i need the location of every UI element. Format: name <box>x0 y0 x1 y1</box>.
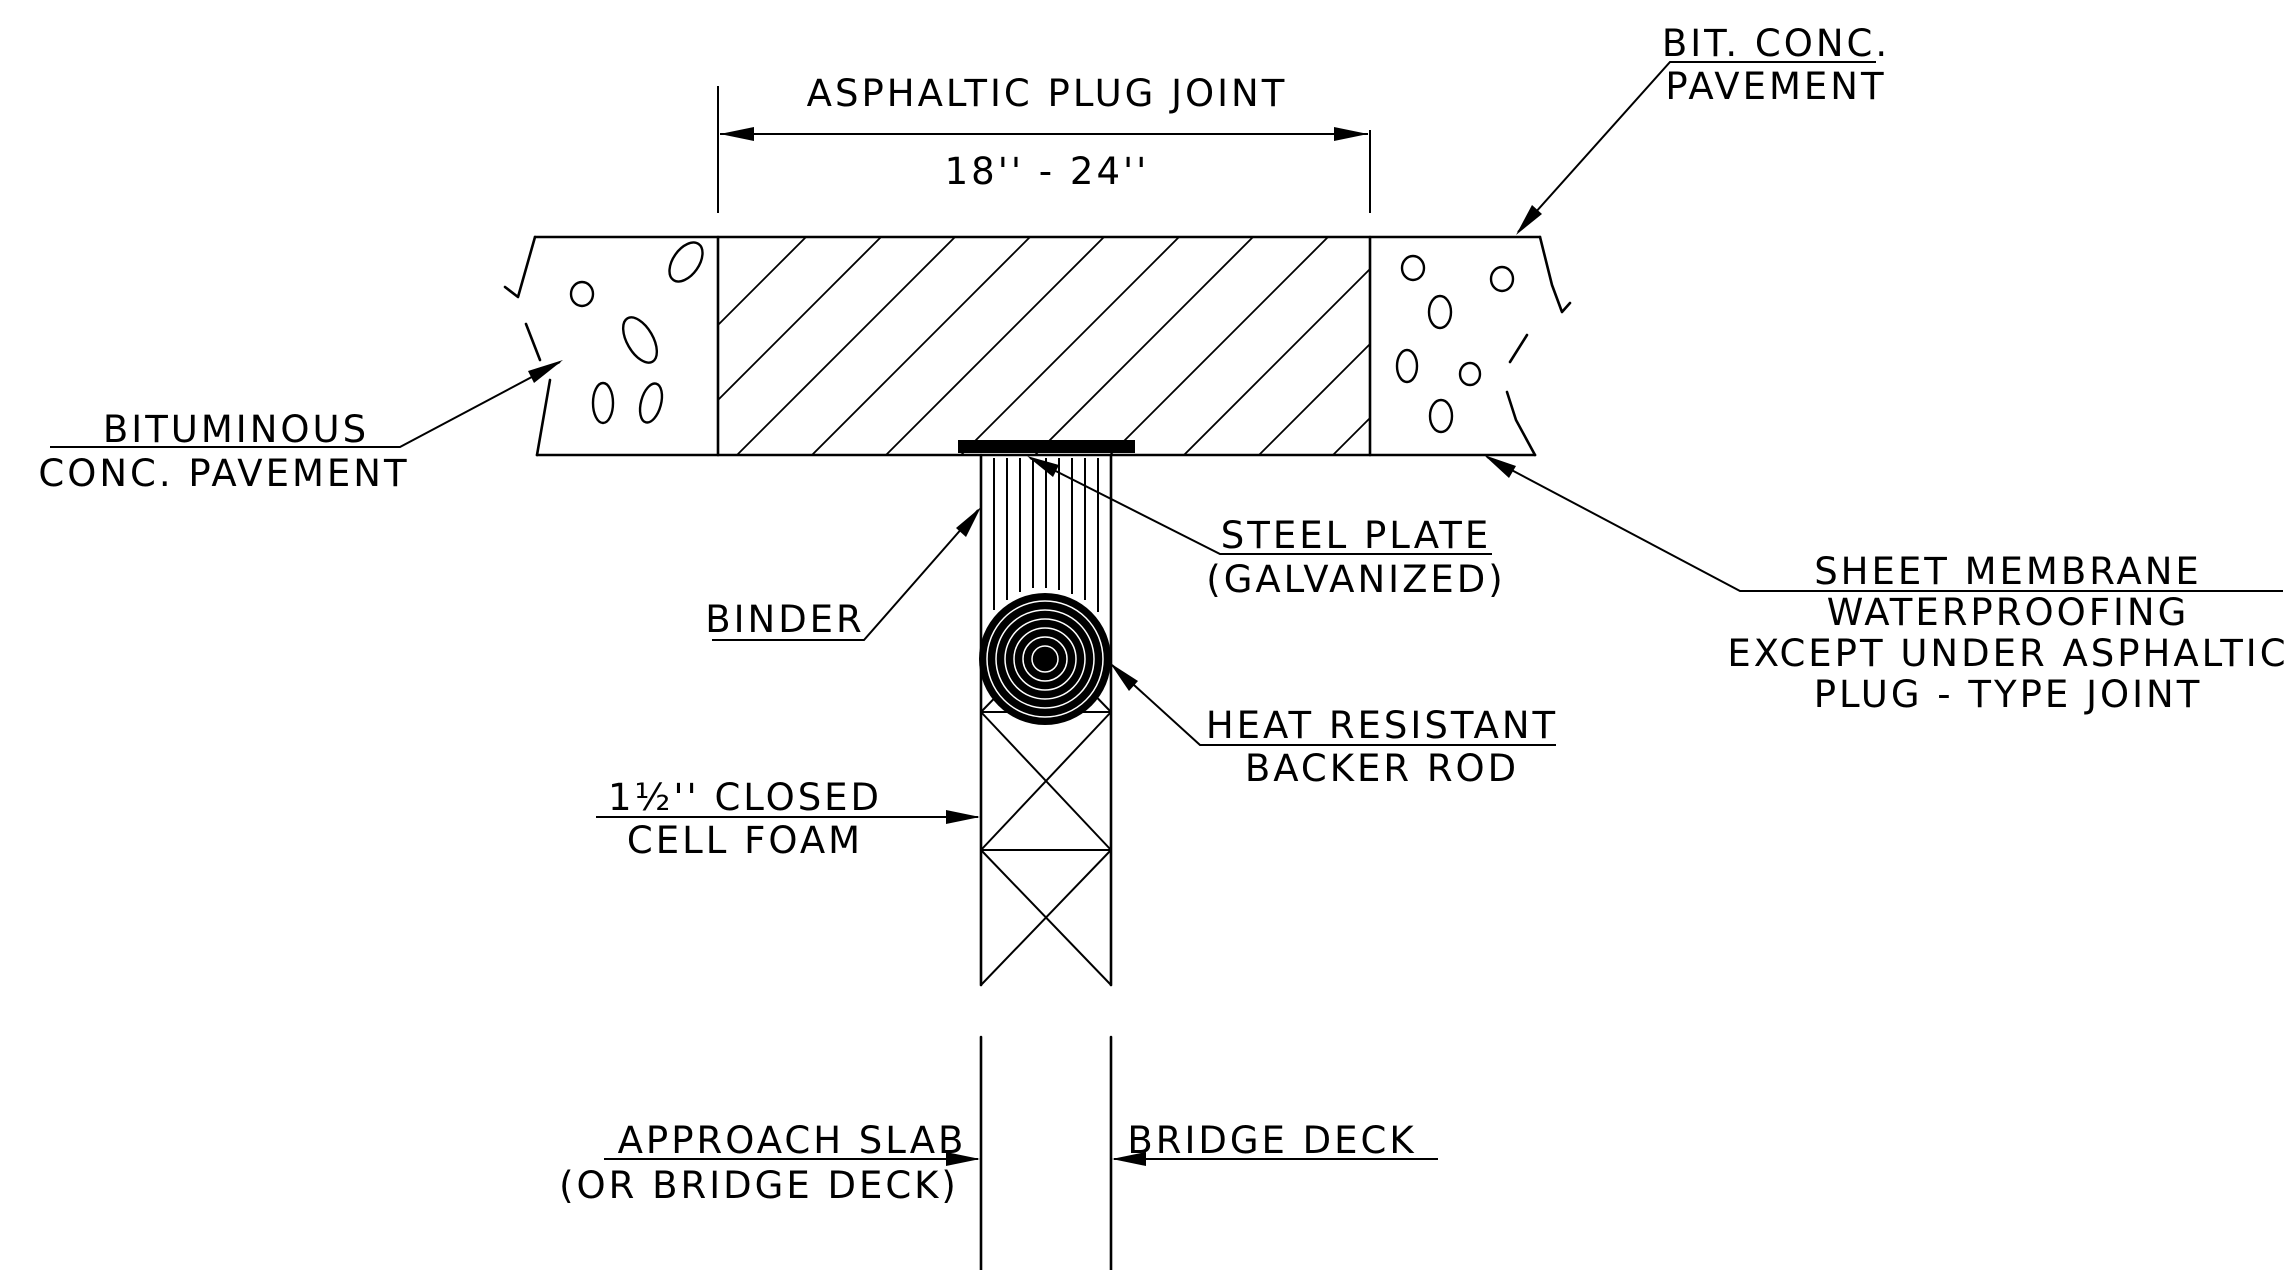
bit-conc-label-line2: PAVEMENT <box>1665 65 1886 108</box>
labels: ASPHALTIC PLUG JOINT 18'' - 24'' BIT. CO… <box>38 22 2285 1207</box>
deck-lines <box>979 1035 1113 1270</box>
bridge-deck-label: BRIDGE DECK <box>1127 1119 1416 1162</box>
plug-joint-width: 18'' - 24'' <box>945 150 1150 193</box>
plug-joint-title: ASPHALTIC PLUG JOINT <box>807 72 1288 115</box>
foam-label-line1: 1½'' CLOSED <box>608 776 882 819</box>
membrane-label-line2: WATERPROOFING <box>1827 591 2190 634</box>
steel-plate <box>958 440 1135 453</box>
foam-label-line2: CELL FOAM <box>627 819 863 862</box>
bituminous-label-line1: BITUMINOUS <box>103 408 369 451</box>
approach-slab-label-line2: (OR BRIDGE DECK) <box>559 1164 959 1207</box>
width-dimension <box>717 86 1371 213</box>
right-aggregate <box>1395 254 1515 434</box>
binder-label: BINDER <box>705 598 865 641</box>
leaders <box>50 61 2283 1166</box>
approach-slab-label-line1: APPROACH SLAB <box>618 1119 967 1162</box>
left-aggregate <box>569 241 704 425</box>
pavement-layer <box>503 235 1572 457</box>
membrane-label-line3: EXCEPT UNDER ASPHALTIC <box>1727 632 2285 675</box>
steel-plate-label-line1: STEEL PLATE <box>1221 514 1491 557</box>
backer-rod-label-line2: BACKER ROD <box>1245 747 1519 790</box>
plug-joint-hatch <box>718 237 1370 455</box>
backer-rod-label-line1: HEAT RESISTANT <box>1206 704 1558 747</box>
steel-plate-label-line2: (GALVANIZED) <box>1206 558 1505 601</box>
bituminous-label-line2: CONC. PAVEMENT <box>38 452 409 495</box>
backer-rod <box>979 593 1111 725</box>
bit-conc-label-line1: BIT. CONC. <box>1662 22 1890 65</box>
membrane-label-line4: PLUG - TYPE JOINT <box>1814 673 2203 716</box>
joint-gap <box>979 453 1113 987</box>
membrane-label-line1: SHEET MEMBRANE <box>1814 550 2202 593</box>
